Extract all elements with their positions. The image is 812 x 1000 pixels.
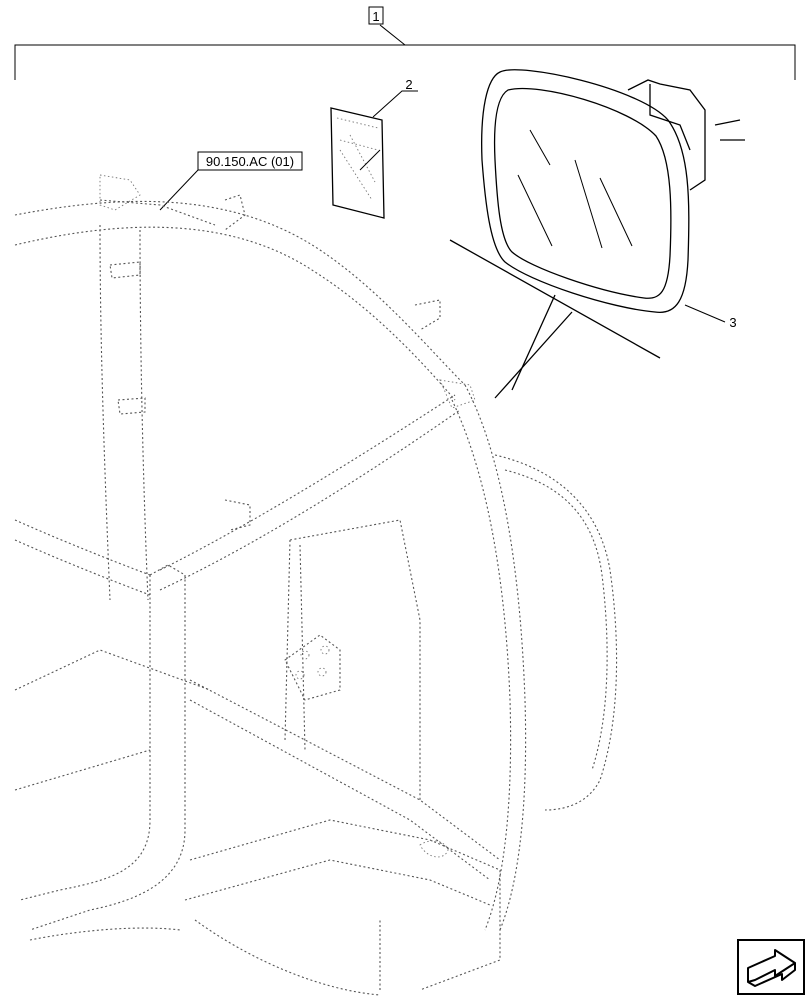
- assembly-bracket: 1: [14, 6, 796, 80]
- decal-part[interactable]: 2: [330, 77, 418, 219]
- section-reference-label: 90.150.AC (01): [206, 154, 294, 169]
- callout-2-label: 2: [405, 77, 412, 92]
- forward-arrow-icon[interactable]: [737, 939, 805, 995]
- installation-leader: [449, 239, 661, 399]
- callout-1-label: 1: [372, 9, 379, 24]
- cab-frame: [14, 174, 618, 996]
- section-reference-callout[interactable]: 90.150.AC (01): [159, 151, 303, 211]
- callout-3-label: 3: [729, 315, 736, 330]
- mirror-part[interactable]: 3: [481, 69, 745, 330]
